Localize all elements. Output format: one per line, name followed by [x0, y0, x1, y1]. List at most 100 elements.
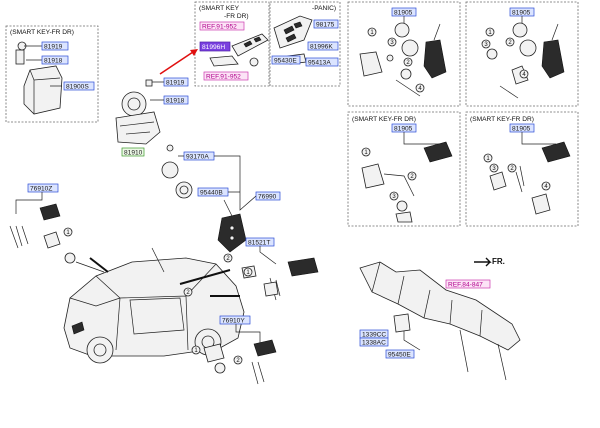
callout-circle-2e: [223, 253, 233, 263]
callout-circle-2g: [233, 355, 243, 365]
ref-number-91-952-top: REF.91-952: [202, 24, 237, 31]
group-box-smart-key-mid-right: [465, 111, 579, 227]
callout-2g: 2: [236, 358, 240, 364]
header-smart-key-top-1: (SMART KEY: [199, 5, 240, 12]
part-number-81910: 81910: [124, 150, 143, 157]
group-box-smart-key-left: [5, 25, 99, 123]
part-number-93170a: 93170A: [186, 154, 209, 161]
red-pointer-arrow: [159, 49, 197, 75]
vehicle-silhouette: [63, 247, 245, 364]
group-box-top-right-b: [465, 1, 579, 107]
part-number-81919-center: 81919: [166, 80, 185, 87]
highlighted-tag-81996h: [199, 41, 231, 52]
label-tag-1338ac: [359, 337, 389, 347]
callout-circle-4b: [519, 69, 529, 79]
part-number-76910y: 76910Y: [222, 318, 245, 325]
callout-2c: 2: [410, 174, 414, 180]
group-box-smart-key-top: [194, 1, 270, 87]
callout-3b: 3: [484, 42, 488, 48]
callout-4a: 4: [418, 86, 422, 92]
label-tag-81900s: [63, 81, 95, 91]
part-number-95450e: 95450E: [388, 352, 411, 359]
callout-circle-2b: [505, 37, 515, 47]
callout-1a: 1: [370, 30, 374, 36]
callout-2e: 2: [226, 256, 230, 262]
label-tag-81919: [41, 41, 69, 51]
label-tag-95430e: [271, 55, 301, 65]
part-number-1339cc: 1339CC: [362, 332, 386, 339]
part-number-95440b: 95440B: [200, 190, 223, 197]
callout-circle-1c: [361, 147, 371, 157]
part-number-81900s: 81900S: [66, 84, 89, 91]
label-tag-95450e: [385, 349, 415, 359]
front-direction-arrow: [474, 257, 492, 267]
part-number-81919: 81919: [44, 44, 63, 51]
label-tag-81910: [121, 147, 145, 157]
callout-1e: 1: [66, 230, 70, 236]
ref-tag-91-952-bottom: [203, 71, 249, 81]
lock-cylinder-set-a: [359, 16, 447, 97]
lock-cylinder-set-b: [486, 16, 565, 99]
door-lock-right: [203, 324, 277, 385]
callout-circle-1f: [243, 267, 253, 277]
callout-circle-1g: [191, 345, 201, 355]
ref-tag-84-847: [445, 279, 491, 289]
door-lock-left: [9, 192, 105, 273]
callout-2a: 2: [406, 60, 410, 66]
callout-circle-4d: [541, 181, 551, 191]
ignition-switch-assembly: [115, 79, 164, 145]
label-tag-76990: [255, 191, 281, 201]
red-pointer-arrowhead: [190, 49, 198, 56]
label-tag-76910z: [27, 183, 59, 193]
part-number-81918: 81918: [44, 58, 63, 65]
group-box-top-right-a: [347, 1, 461, 107]
ref-tag-91-952-top: [199, 21, 245, 31]
callout-2b: 2: [508, 40, 512, 46]
part-number-76990: 76990: [258, 194, 277, 201]
label-tag-98175: [313, 19, 339, 29]
callout-3d: 3: [492, 166, 496, 172]
callout-circle-3a: [387, 37, 397, 47]
lock-cylinder-set-c: [361, 132, 453, 223]
key-and-fob-center: [161, 144, 257, 279]
part-number-95413a: 95413A: [308, 60, 331, 67]
callout-circle-2a: [403, 57, 413, 67]
callout-4b: 4: [522, 72, 526, 78]
callout-1g: 1: [194, 348, 198, 354]
tailgate-lock: [259, 246, 319, 301]
callout-circle-3b: [481, 39, 491, 49]
part-number-95430e: 95430E: [274, 58, 297, 65]
ref-number-91-952-bottom: REF.91-952: [206, 74, 241, 81]
part-number-81905-d: 81905: [512, 126, 531, 133]
callout-1c: 1: [364, 150, 368, 156]
part-number-81996k: 81996K: [310, 44, 333, 51]
callout-circle-4a: [415, 83, 425, 93]
callout-1d: 1: [486, 156, 490, 162]
callout-3a: 3: [390, 40, 394, 46]
callout-circle-1b: [485, 27, 495, 37]
header-panic: -PANIC): [312, 5, 336, 12]
callout-circle-3d: [489, 163, 499, 173]
callout-1f: 1: [246, 270, 250, 276]
header-smart-key-mid-left: (SMART KEY-FR DR): [352, 116, 416, 123]
label-tag-76910y: [219, 315, 251, 325]
callout-3c: 3: [392, 194, 396, 200]
callout-circle-1d: [483, 153, 493, 163]
callout-circle-2d: [507, 163, 517, 173]
callout-1b: 1: [488, 30, 492, 36]
header-smart-key-top-2: -FR DR): [224, 13, 249, 20]
callout-2f: 2: [186, 290, 190, 296]
ignition-lock-assembly-left: [15, 41, 63, 115]
header-smart-key-left: (SMART KEY-FR DR): [10, 29, 74, 36]
part-number-81905-b: 81905: [512, 10, 531, 17]
ref-number-84-847: REF.84-847: [448, 282, 483, 289]
dash-cross-member: [359, 261, 521, 381]
label-tag-81996k: [307, 41, 339, 51]
label-tag-95413a: [305, 57, 339, 67]
callout-2d: 2: [510, 166, 514, 172]
callout-circle-1e: [63, 227, 73, 237]
part-number-81918-center: 81918: [166, 98, 185, 105]
group-box-smart-key-mid-left: [347, 111, 461, 227]
callout-circle-2f: [183, 287, 193, 297]
